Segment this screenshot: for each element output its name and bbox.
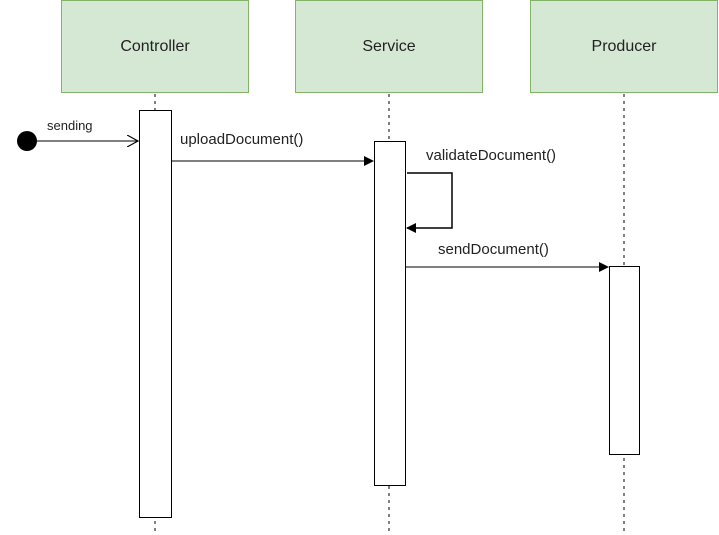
validate-message-label: validateDocument() xyxy=(426,147,557,164)
found-message-label: sending xyxy=(47,118,93,133)
participant-service[interactable]: Service xyxy=(295,0,483,93)
participant-service-label: Service xyxy=(362,37,416,55)
participant-controller-label: Controller xyxy=(120,37,190,55)
activation-controller xyxy=(139,110,172,518)
participant-producer[interactable]: Producer xyxy=(530,0,718,93)
activation-producer xyxy=(609,266,640,455)
upload-message-label: uploadDocument() xyxy=(180,131,304,148)
found-message-start-dot xyxy=(17,131,37,151)
activation-service xyxy=(374,141,406,486)
participant-producer-label: Producer xyxy=(591,37,657,55)
send-message-label: sendDocument() xyxy=(438,241,549,258)
validate-self-call-arrow xyxy=(406,172,453,233)
participant-controller[interactable]: Controller xyxy=(61,0,249,93)
